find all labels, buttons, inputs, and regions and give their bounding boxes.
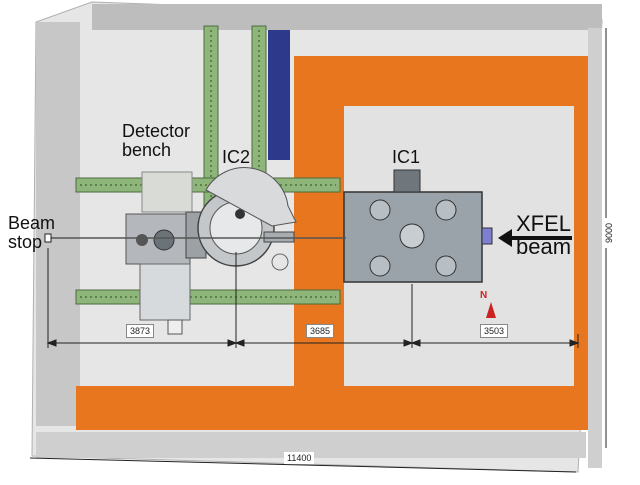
horizontal-rail-bottom <box>75 289 341 305</box>
dimension-3503: 3503 <box>480 324 509 338</box>
beam-stop-line1: Beam <box>8 213 56 233</box>
detector-bench-line2: bench <box>122 139 172 160</box>
north-label: N <box>480 290 488 301</box>
dimension-3873: 3873 <box>126 324 155 338</box>
wall-left <box>36 22 80 426</box>
ic1-label: IC1 <box>392 147 421 167</box>
dimension-lines <box>29 28 607 473</box>
detector-bench-block <box>141 171 193 213</box>
orange-band-right <box>574 56 588 430</box>
ic2-chamber <box>197 167 297 271</box>
north-arrow <box>486 302 496 318</box>
blue-bench-strip <box>268 30 290 160</box>
beam-stop-label: Beam stop <box>8 214 55 252</box>
wall-top <box>92 4 602 30</box>
beam-stop-line2: stop <box>8 231 43 252</box>
detector-bench-line1: Detector <box>122 121 191 141</box>
dimension-3685: 3685 <box>306 324 335 338</box>
beam-stop-marker <box>44 233 52 243</box>
orange-band-bottom <box>76 386 586 430</box>
xfel-beam-label: XFEL beam <box>516 212 571 258</box>
ic1-chamber <box>343 169 493 283</box>
detector-bench-label: Detector bench <box>122 122 190 160</box>
ic2-label: IC2 <box>222 147 251 167</box>
xfel-arrow <box>498 229 572 247</box>
dimension-9000: 9000 <box>604 218 614 248</box>
xfel-line2: beam <box>516 234 572 260</box>
xfel-line1: XFEL <box>516 211 572 236</box>
wall-right <box>588 28 602 468</box>
detector-assembly <box>125 211 207 335</box>
dimension-11400: 11400 <box>284 452 315 464</box>
